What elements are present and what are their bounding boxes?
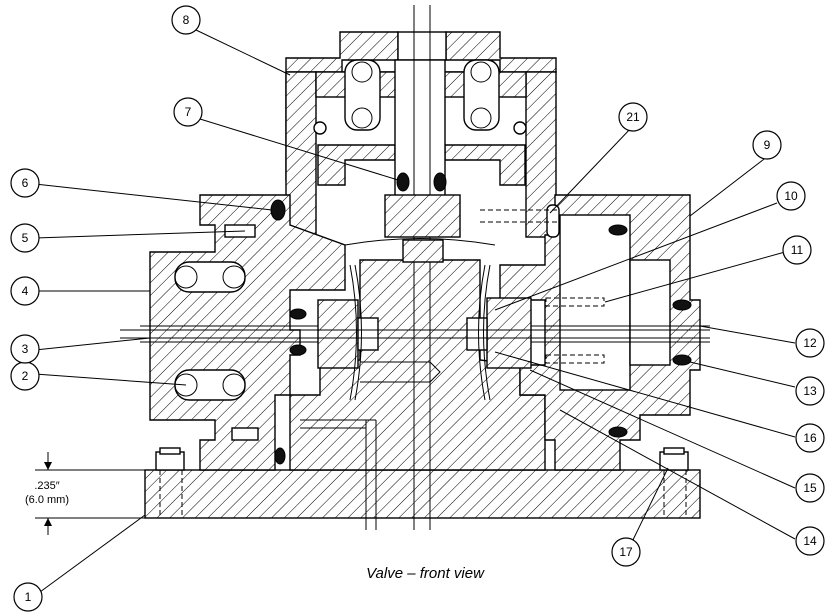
balloon-8: 8 — [171, 5, 201, 35]
right-housing — [480, 194, 701, 471]
svg-text:1: 1 — [25, 590, 32, 604]
balloon-17: 17 — [611, 537, 641, 567]
shaft — [120, 325, 710, 343]
svg-text:9: 9 — [764, 138, 771, 152]
balloon-10: 10 — [776, 181, 806, 211]
balloon-5: 5 — [10, 223, 40, 253]
dimension-inch: .235″ — [34, 480, 59, 492]
svg-text:7: 7 — [185, 105, 192, 119]
svg-text:13: 13 — [803, 384, 817, 398]
svg-text:8: 8 — [183, 13, 190, 27]
svg-text:16: 16 — [803, 431, 817, 445]
balloon-6: 6 — [10, 168, 40, 198]
svg-text:5: 5 — [22, 231, 29, 245]
svg-text:4: 4 — [22, 284, 29, 298]
balloon-7: 7 — [173, 97, 203, 127]
svg-text:11: 11 — [791, 243, 804, 257]
svg-text:10: 10 — [784, 189, 798, 203]
svg-text:6: 6 — [22, 176, 29, 190]
svg-text:2: 2 — [22, 369, 29, 383]
balloon-15: 15 — [795, 473, 825, 503]
leader-lines — [34, 29, 796, 593]
balloon-11: 11 — [782, 235, 812, 265]
balloon-1: 1 — [13, 582, 43, 612]
balloon-4: 4 — [10, 276, 40, 306]
balloon-3: 3 — [10, 334, 40, 364]
thickness-dimension: .235″ (6.0 mm) — [25, 452, 150, 535]
svg-text:12: 12 — [803, 336, 817, 350]
balloon-14: 14 — [795, 526, 825, 556]
balloon-21: 21 — [618, 102, 648, 132]
central-body — [289, 259, 546, 530]
balloon-2: 2 — [10, 361, 40, 391]
svg-text:17: 17 — [619, 545, 633, 559]
piston-stem — [317, 5, 526, 263]
left-poppet — [317, 264, 379, 401]
svg-text:21: 21 — [626, 110, 640, 124]
balloon-12: 12 — [795, 328, 825, 358]
base-plate — [144, 447, 701, 519]
svg-text:14: 14 — [803, 534, 817, 548]
svg-text:15: 15 — [803, 481, 817, 495]
balloon-16: 16 — [795, 423, 825, 453]
dimension-mm: (6.0 mm) — [25, 494, 69, 506]
figure-caption: Valve – front view — [366, 565, 485, 582]
balloon-9: 9 — [752, 130, 782, 160]
left-housing — [149, 194, 346, 471]
svg-text:3: 3 — [22, 342, 29, 356]
balloon-13: 13 — [795, 376, 825, 406]
